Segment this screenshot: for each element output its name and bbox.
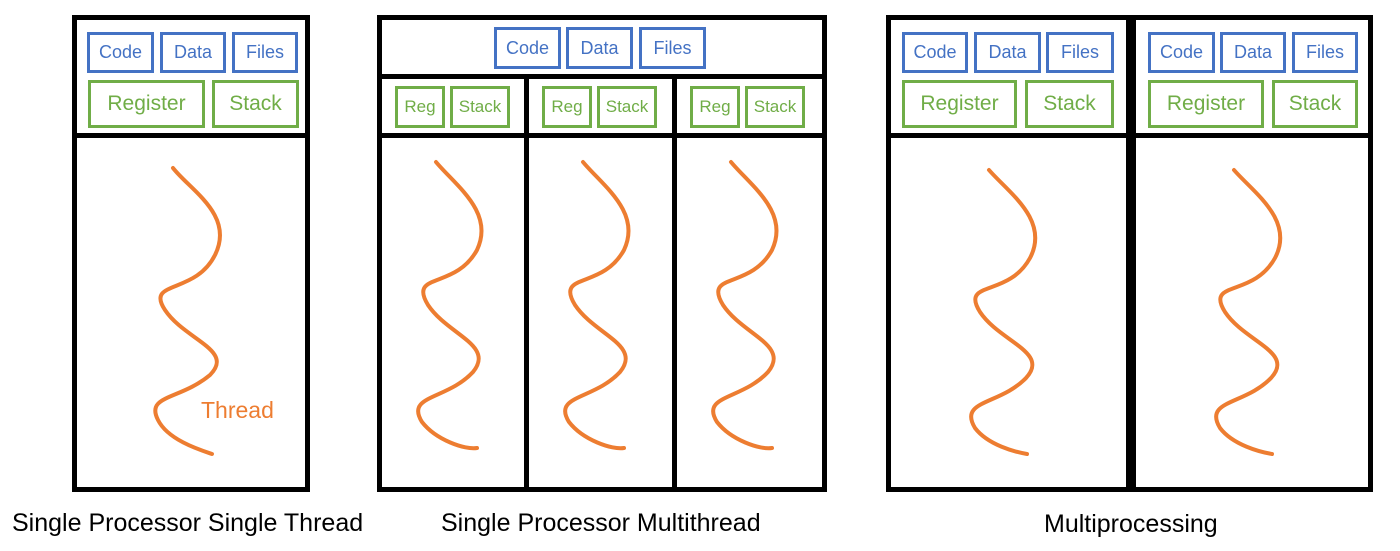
code-box: Code <box>87 32 154 73</box>
shared-code-box: Code <box>494 27 561 69</box>
process-a-stack-box: Stack <box>1025 80 1114 128</box>
thread-wave-process-b <box>1214 168 1283 456</box>
thread3-stack-box: Stack <box>745 86 805 128</box>
process-a-data-box: Data <box>974 32 1041 73</box>
thread-wave-1 <box>416 160 484 451</box>
thread-wave-2 <box>563 160 631 451</box>
process-b-stack-box: Stack <box>1272 80 1358 128</box>
register-box: Register <box>88 80 205 128</box>
thread-label: Thread <box>201 397 274 423</box>
thread2-stack-box: Stack <box>597 86 657 128</box>
thread-wave-single <box>153 166 223 456</box>
files-box: Files <box>232 32 298 73</box>
thread3-reg-box: Reg <box>690 86 740 128</box>
thread-divider-2 <box>672 74 677 492</box>
process-b-header-divider <box>1131 133 1373 138</box>
process-b-code-box: Code <box>1148 32 1215 73</box>
thread1-stack-box: Stack <box>450 86 510 128</box>
thread-wave-3 <box>711 160 779 451</box>
process-b-register-box: Register <box>1148 80 1264 128</box>
process-a-header-divider <box>886 133 1131 138</box>
caption-single-thread: Single Processor Single Thread <box>12 509 364 537</box>
data-box: Data <box>160 32 226 73</box>
shared-files-box: Files <box>639 27 706 69</box>
caption-multithread: Single Processor Multithread <box>441 509 761 537</box>
single-thread-header-divider <box>72 133 310 138</box>
process-a-code-box: Code <box>902 32 968 73</box>
multithread-shared-divider <box>377 74 827 79</box>
shared-data-box: Data <box>566 27 633 69</box>
thread-wave-process-a <box>969 168 1038 456</box>
caption-multiprocessing: Multiprocessing <box>1044 510 1218 538</box>
process-a-register-box: Register <box>902 80 1017 128</box>
process-a-files-box: Files <box>1046 32 1114 73</box>
multithread-header-divider <box>377 133 827 138</box>
thread2-reg-box: Reg <box>542 86 592 128</box>
thread1-reg-box: Reg <box>395 86 445 128</box>
process-b-data-box: Data <box>1220 32 1286 73</box>
process-b-files-box: Files <box>1292 32 1358 73</box>
thread-divider-1 <box>524 74 529 492</box>
stack-box: Stack <box>212 80 299 128</box>
